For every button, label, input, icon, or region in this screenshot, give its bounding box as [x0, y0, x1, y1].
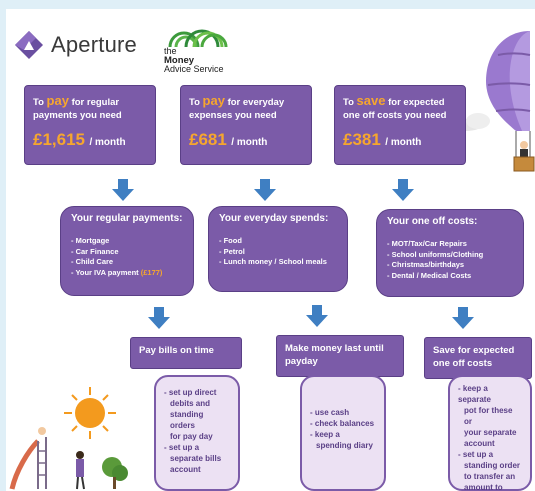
category-2-item: - Petrol — [219, 246, 245, 256]
sun-and-playground-illustration — [9, 387, 128, 490]
category-1-list: - Mortgage - Car Finance - Child Care - … — [71, 236, 183, 278]
category-2-item: - Food — [219, 236, 242, 245]
category-3-title: Your one off costs: — [387, 216, 478, 227]
money-advice-service-arcs-icon — [168, 29, 228, 47]
goal-3-amount: £381 — [343, 130, 381, 149]
category-box-one-off-costs: Your one off costs: - MOT/Tax/Car Repair… — [376, 209, 524, 297]
down-arrow-icon — [112, 179, 134, 201]
goal-3-per: / month — [385, 137, 422, 148]
category-1-item-text: - Your IVA payment — [71, 267, 139, 277]
goal-1-rest: for regular — [71, 97, 120, 108]
goal-3-keyword: save — [356, 93, 386, 108]
action-box-save-one-off: Save for expected one off costs — [424, 337, 532, 379]
tip-item: - check balances — [310, 419, 375, 428]
tips-box-save-one-off: - keep a separate pot for these or your … — [448, 375, 532, 491]
tip-item: standing orders — [170, 410, 204, 430]
action-2-line1: Make money last until — [285, 343, 384, 354]
tips-box-make-money-last: - use cash - check balances - keep a spe… — [300, 375, 386, 491]
goal-3-prefix: To — [343, 97, 354, 108]
tips-3-list: - keep a separate pot for these or your … — [458, 383, 522, 491]
tip-item: your separate — [464, 428, 517, 437]
tips-2-list: - use cash - check balances - keep a spe… — [310, 407, 376, 451]
goal-2-line2: expenses you need — [189, 110, 277, 121]
category-1-item: - Child Care — [71, 257, 114, 266]
action-1-line1: Pay bills on time — [139, 345, 214, 356]
goal-2-amount-row: £681 / month — [189, 130, 303, 150]
category-2-list: - Food - Petrol - Lunch money / School m… — [219, 236, 337, 268]
category-1-item: - Your IVA payment (£177) — [71, 268, 183, 279]
category-box-everyday-spends: Your everyday spends: - Food - Petrol - … — [208, 206, 348, 292]
tip-item: to transfer an — [464, 472, 516, 481]
goal-box-one-off-costs: To save for expected one off costs you n… — [334, 85, 466, 165]
tip-item: separate bills — [170, 454, 222, 463]
goal-1-amount: £1,615 — [33, 130, 85, 149]
goal-3-amount-row: £381 / month — [343, 130, 457, 150]
goal-2-amount: £681 — [189, 130, 227, 149]
hot-air-balloon-illustration — [458, 31, 535, 172]
tips-1-list: - set up direct debits and standing orde… — [164, 387, 230, 475]
tip-item: debits and — [170, 399, 211, 408]
mas-logo-advice-service: Advice Service — [164, 64, 224, 74]
mas-logo-the: the — [164, 46, 177, 56]
category-1-title: Your regular payments: — [71, 213, 183, 224]
goal-2-per: / month — [231, 137, 268, 148]
category-3-item: - Dental / Medical Costs — [387, 270, 472, 280]
infographic-sheet: Aperture the Money Advice Service To — [6, 9, 535, 491]
tip-item: for pay day — [170, 432, 213, 441]
down-arrow-icon — [148, 307, 170, 329]
goal-2-prefix: To — [189, 97, 200, 108]
aperture-logo-icon — [15, 31, 43, 59]
down-arrow-icon — [452, 307, 474, 329]
action-2-line2: payday — [285, 356, 318, 367]
tip-item: account — [170, 465, 201, 474]
tip-item: - set up a — [458, 450, 494, 459]
tip-item: - keep a — [310, 430, 340, 439]
category-3-item: - Christmas/birthdays — [387, 260, 465, 269]
tip-item: standing order — [464, 461, 521, 470]
goal-2-keyword: pay — [202, 93, 225, 108]
goal-1-amount-row: £1,615 / month — [33, 130, 147, 150]
category-3-item: - School uniforms/Clothing — [387, 249, 484, 259]
goal-3-line2: one off costs you need — [343, 110, 447, 121]
goal-box-everyday-expenses: To pay for everyday expenses you need £6… — [180, 85, 312, 165]
goal-1-line2: payments you need — [33, 110, 122, 121]
category-2-title: Your everyday spends: — [219, 213, 329, 224]
action-3-line2: one off costs — [433, 358, 493, 369]
goal-2-rest: for everyday — [227, 97, 285, 108]
category-2-item: - Lunch money / School meals — [219, 257, 327, 266]
tip-item: - set up direct — [164, 388, 217, 397]
category-1-item: - Car Finance — [71, 246, 119, 256]
action-3-line1: Save for expected — [433, 345, 515, 356]
aperture-logo-text: Aperture — [51, 32, 137, 57]
category-box-regular-payments: Your regular payments: - Mortgage - Car … — [60, 206, 194, 296]
money-advice-service-logo: the Money Advice Service — [164, 23, 244, 77]
iva-amount-note: (£177) — [140, 267, 163, 277]
tip-item: pot for these or — [464, 406, 513, 426]
goal-1-prefix: To — [33, 97, 44, 108]
tip-item: amount to save — [464, 483, 503, 491]
tip-item: account — [464, 439, 495, 448]
tips-box-pay-bills: - set up direct debits and standing orde… — [154, 375, 240, 491]
aperture-logo: Aperture — [14, 27, 144, 63]
goal-1-per: / month — [89, 137, 126, 148]
mas-logo-money: Money — [164, 55, 195, 66]
goal-box-regular-payments: To pay for regular payments you need £1,… — [24, 85, 156, 165]
goal-1-keyword: pay — [46, 93, 69, 108]
down-arrow-icon — [254, 179, 276, 201]
goal-3-rest: for expected — [388, 97, 445, 108]
down-arrow-icon — [306, 305, 328, 327]
action-box-make-money-last: Make money last until payday — [276, 335, 404, 377]
tip-item: spending diary — [316, 441, 373, 450]
category-1-item: - Mortgage — [71, 236, 110, 245]
down-arrow-icon — [392, 179, 414, 201]
tip-item: - use cash — [310, 408, 350, 417]
goal-3-line1: To save for expected — [343, 94, 457, 109]
goal-2-line1: To pay for everyday — [189, 94, 303, 109]
tip-item: - set up a — [164, 443, 200, 452]
goal-1-line1: To pay for regular — [33, 94, 147, 109]
category-3-list: - MOT/Tax/Car Repairs - School uniforms/… — [387, 239, 513, 281]
tip-item: - keep a separate — [458, 384, 491, 404]
action-box-pay-bills: Pay bills on time — [130, 337, 242, 369]
category-3-item: - MOT/Tax/Car Repairs — [387, 239, 467, 248]
